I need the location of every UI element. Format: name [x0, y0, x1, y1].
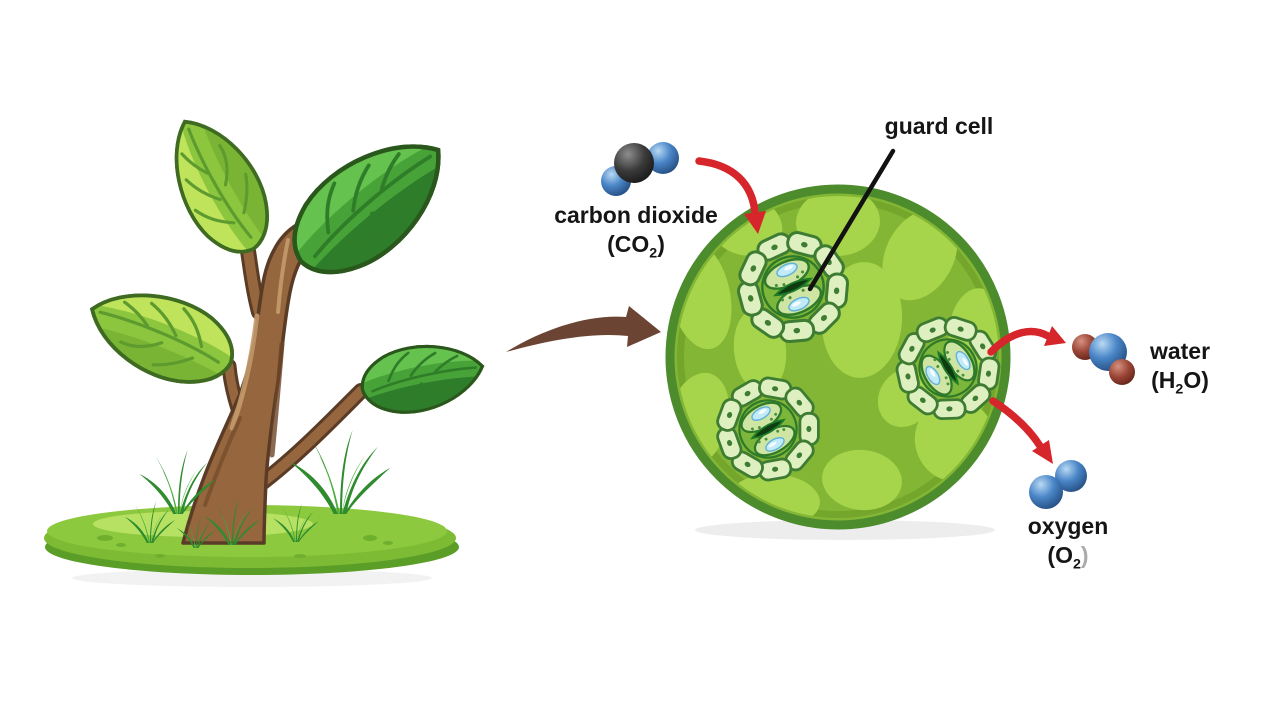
guard-cell-label-text: guard cell — [884, 113, 994, 139]
leaf-bottom-right — [352, 324, 493, 431]
water-arrow — [987, 326, 1066, 356]
trunk — [181, 222, 314, 545]
circle-shadow — [695, 520, 995, 540]
plant-illustration — [44, 96, 492, 587]
water-name: water — [1149, 338, 1211, 364]
mound-spots — [97, 535, 393, 558]
carbon-dioxide-label: carbon dioxide (CO2) — [506, 201, 766, 263]
oxygen-formula: (O2) — [1047, 542, 1089, 573]
leaf-surface-magnified — [665, 184, 1020, 540]
co2-molecule — [601, 142, 679, 196]
magnify-arrow — [506, 306, 661, 352]
ground-shadow — [72, 569, 432, 587]
oxygen-name: oxygen — [1027, 513, 1109, 539]
carbon-dioxide-name: carbon dioxide — [554, 202, 718, 228]
oxygen-molecule — [1029, 460, 1087, 509]
oxygen-label: oxygen (O2) — [1003, 512, 1133, 574]
oxygen-arrow — [989, 397, 1053, 464]
carbon-dioxide-formula: (CO2) — [607, 231, 665, 262]
water-label: water (H2O) — [1120, 337, 1240, 399]
water-molecule — [1072, 333, 1135, 385]
co2-arrow — [695, 157, 766, 234]
guard-cell-pointer-line — [807, 148, 896, 292]
water-formula: (H2O) — [1151, 367, 1209, 398]
guard-cell-label: guard cell — [849, 112, 1029, 140]
